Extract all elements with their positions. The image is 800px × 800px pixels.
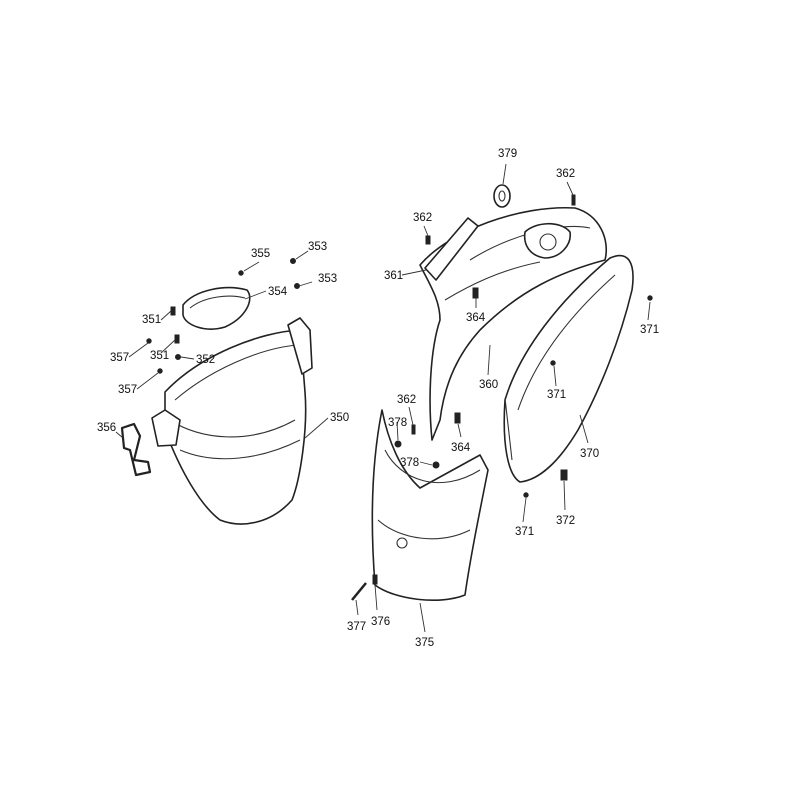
label-362-bottom: 362 xyxy=(397,394,416,406)
part-375-rear-fender xyxy=(371,409,489,601)
part-370-side-cover xyxy=(503,254,634,483)
bolt-352 xyxy=(175,354,181,360)
part-350-glovebox xyxy=(164,329,307,525)
leader-lines xyxy=(115,163,651,633)
part-361-strip xyxy=(424,217,479,281)
nut-378a xyxy=(394,440,402,448)
label-377: 377 xyxy=(347,621,366,633)
label-364-bottom: 364 xyxy=(451,442,471,454)
label-362-left: 362 xyxy=(413,212,432,224)
label-356: 356 xyxy=(97,422,116,434)
label-353-bottom: 353 xyxy=(318,273,337,285)
clip-364a xyxy=(472,287,479,299)
nut-378b xyxy=(432,461,440,469)
label-361: 361 xyxy=(384,270,403,282)
label-357-bottom: 357 xyxy=(118,384,137,396)
bolt-371c xyxy=(523,492,529,498)
bolt-353b xyxy=(294,283,300,289)
bolt-362b xyxy=(425,235,431,245)
bolt-371b xyxy=(550,360,556,366)
label-352: 352 xyxy=(196,354,215,366)
label-371-bottom: 371 xyxy=(515,526,534,538)
part-labels: 379 362 362 355 353 353 354 351 351 357 … xyxy=(97,148,659,649)
label-372: 372 xyxy=(556,515,575,527)
part-356-clip xyxy=(120,422,152,477)
label-364-top: 364 xyxy=(466,312,486,324)
label-355: 355 xyxy=(251,248,270,260)
label-351-top: 351 xyxy=(142,314,161,326)
clip-372 xyxy=(560,469,568,481)
label-354: 354 xyxy=(268,286,288,298)
clip-364b xyxy=(454,412,461,424)
label-351-bottom: 351 xyxy=(150,350,169,362)
bolt-355 xyxy=(238,270,244,276)
bolt-362a xyxy=(571,194,576,206)
part-360-inner-panel xyxy=(419,206,607,441)
label-371-right: 371 xyxy=(640,324,659,336)
label-371-middle: 371 xyxy=(547,389,566,401)
label-357-top: 357 xyxy=(110,352,129,364)
label-378-bottom: 378 xyxy=(400,457,419,469)
label-360: 360 xyxy=(479,379,498,391)
part-350-bracket xyxy=(151,317,313,447)
label-379: 379 xyxy=(498,148,517,160)
bolt-376 xyxy=(372,574,378,585)
part-354-lid xyxy=(182,286,251,330)
fasteners-left xyxy=(146,258,300,374)
label-378-top: 378 xyxy=(388,417,407,429)
bolt-351a xyxy=(170,306,176,316)
bolt-353a xyxy=(290,258,296,264)
bolt-357a xyxy=(146,338,152,344)
bolt-362c xyxy=(411,424,416,435)
label-350: 350 xyxy=(330,412,349,424)
part-379-grommet xyxy=(493,184,511,208)
bolt-357b xyxy=(157,368,163,374)
label-375: 375 xyxy=(415,637,434,649)
label-370: 370 xyxy=(580,448,599,460)
label-376: 376 xyxy=(371,616,390,628)
bolt-371a xyxy=(647,295,653,301)
label-353-top: 353 xyxy=(308,241,327,253)
bolt-351b xyxy=(174,334,180,344)
bolt-377 xyxy=(351,582,367,601)
label-362-top: 362 xyxy=(556,168,575,180)
fasteners-right xyxy=(351,194,653,601)
